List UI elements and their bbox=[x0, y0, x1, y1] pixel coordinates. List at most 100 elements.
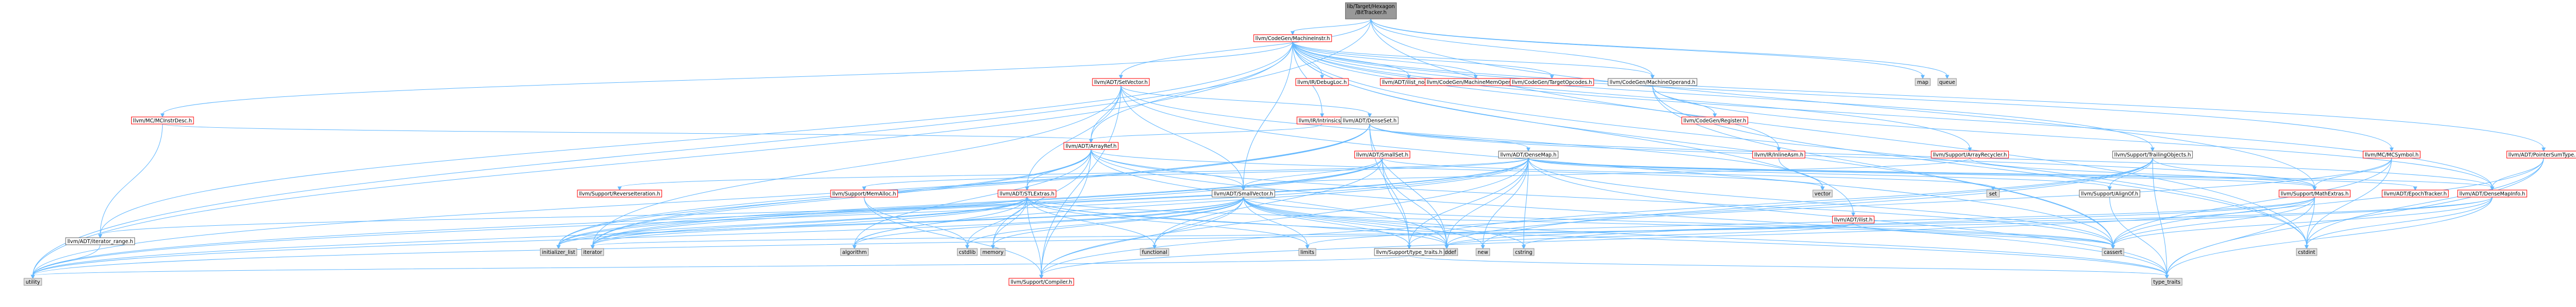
node-box bbox=[1915, 78, 1931, 86]
node-box bbox=[2112, 151, 2193, 159]
edge-mi-to-targetopcodes bbox=[1292, 41, 1554, 80]
node-type-traits[interactable]: type_traits bbox=[2151, 278, 2182, 286]
node-trailingobjects[interactable]: llvm/Support/TrailingObjects.h bbox=[2112, 151, 2193, 159]
edge-stlextras-to-compiler bbox=[1026, 197, 1044, 279]
edge-stlextras-to-limits bbox=[1026, 197, 1310, 250]
edge-mi-to-mo bbox=[1292, 41, 1655, 80]
node-iterator[interactable]: iterator bbox=[581, 248, 605, 256]
edge-arrayref-to-stlextras bbox=[1025, 149, 1091, 191]
node-stlextras[interactable]: llvm/ADT/STLExtras.h bbox=[998, 190, 1057, 198]
edge-stlextras-to-type-traits bbox=[1026, 197, 2169, 279]
node-label: cstring bbox=[1515, 250, 1532, 256]
node-limits[interactable]: limits bbox=[1298, 248, 1316, 256]
edge-arrayrecycler-to-smallvector bbox=[1241, 158, 1970, 191]
node-label: llvm/ADT/ArrayRef.h bbox=[1065, 143, 1116, 149]
edge-smallvector-to-algorithm bbox=[852, 197, 1244, 250]
node-vector[interactable]: vector bbox=[1813, 190, 1833, 198]
edge-memalloc-to-compiler bbox=[864, 197, 1044, 279]
node-densemapinfo[interactable]: llvm/ADT/DenseMapInfo.h bbox=[2457, 190, 2527, 198]
edge-smallset-to-set bbox=[1382, 158, 1995, 191]
node-type-traits-h[interactable]: llvm/Support/type_traits.h bbox=[1374, 248, 1444, 256]
node-arrayref[interactable]: llvm/ADT/ArrayRef.h bbox=[1063, 142, 1119, 150]
node-box bbox=[1340, 116, 1399, 125]
node-box bbox=[1813, 190, 1833, 198]
node-arrayrecycler[interactable]: llvm/Support/ArrayRecycler.h bbox=[1931, 151, 2009, 159]
node-register[interactable]: llvm/CodeGen/Register.h bbox=[1681, 116, 1749, 125]
node-utility[interactable]: utility bbox=[23, 278, 42, 286]
node-mcsymbol[interactable]: llvm/MC/MCSymbol.h bbox=[2362, 151, 2421, 159]
edge-arrayref-to-type-traits bbox=[1090, 149, 2169, 279]
node-densemap[interactable]: llvm/ADT/DenseMap.h bbox=[1498, 151, 1559, 159]
node-pointersumtype[interactable]: llvm/ADT/PointerSumType.h bbox=[2506, 151, 2576, 159]
edge-root-to-mi bbox=[1290, 18, 1371, 36]
node-memory[interactable]: memory bbox=[980, 248, 1006, 256]
node-box bbox=[1986, 190, 2000, 198]
node-queue[interactable]: queue bbox=[1937, 78, 1957, 86]
node-mi[interactable]: llvm/CodeGen/MachineInstr.h bbox=[1253, 34, 1332, 42]
edge-root-to-mathextras bbox=[1370, 18, 2317, 191]
node-intrinsics[interactable]: llvm/IR/Intrinsics.h bbox=[1296, 116, 1348, 125]
node-label: llvm/Support/TrailingObjects.h bbox=[2114, 152, 2190, 158]
node-map[interactable]: map bbox=[1915, 78, 1931, 86]
node-box bbox=[1008, 278, 1074, 286]
node-mmo[interactable]: llvm/CodeGen/MachineMemOperand.h bbox=[1424, 78, 1527, 86]
edge-smallset-to-smallvector bbox=[1241, 158, 1383, 191]
node-alignof[interactable]: llvm/Support/AlignOf.h bbox=[2079, 190, 2141, 198]
node-box bbox=[1295, 78, 1349, 86]
node-cstdint[interactable]: cstdint bbox=[2296, 248, 2317, 256]
edge-inlineasm-to-vector bbox=[1778, 158, 1825, 191]
node-smallset[interactable]: llvm/ADT/SmallSet.h bbox=[1354, 151, 1410, 159]
node-iterator-range[interactable]: llvm/ADT/iterator_range.h bbox=[65, 237, 135, 245]
node-setvector[interactable]: llvm/ADT/SetVector.h bbox=[1092, 78, 1150, 86]
node-mo[interactable]: llvm/CodeGen/MachineOperand.h bbox=[1608, 78, 1698, 86]
node-label: cassert bbox=[2104, 250, 2122, 256]
node-box bbox=[1345, 2, 1397, 19]
node-cstdlib[interactable]: cstdlib bbox=[957, 248, 978, 256]
edge-root-to-setvector bbox=[1119, 18, 1371, 80]
node-compiler[interactable]: llvm/Support/Compiler.h bbox=[1008, 278, 1074, 286]
node-box bbox=[539, 248, 577, 256]
edge-densemap-to-initializer-list bbox=[556, 158, 1529, 250]
node-box bbox=[2102, 248, 2124, 256]
node-functional[interactable]: functional bbox=[1140, 248, 1170, 256]
edge-smallvector-to-new bbox=[1243, 197, 1485, 250]
node-box bbox=[1513, 248, 1534, 256]
node-mathextras[interactable]: llvm/Support/MathExtras.h bbox=[2278, 190, 2351, 198]
node-cstring[interactable]: cstring bbox=[1513, 248, 1534, 256]
node-label: llvm/ADT/ilist.h bbox=[1834, 217, 1873, 223]
node-label: llvm/Support/MathExtras.h bbox=[2281, 191, 2348, 197]
node-ilist[interactable]: llvm/ADT/ilist.h bbox=[1832, 215, 1875, 224]
node-denseset[interactable]: llvm/ADT/DenseSet.h bbox=[1340, 116, 1399, 125]
node-label: iterator bbox=[583, 250, 602, 256]
node-cassert[interactable]: cassert bbox=[2102, 248, 2124, 256]
node-label: llvm/CodeGen/TargetOpcodes.h bbox=[1512, 80, 1592, 86]
node-label: llvm/IR/Intrinsics.h bbox=[1299, 118, 1346, 124]
node-set[interactable]: set bbox=[1986, 190, 2000, 198]
node-algorithm[interactable]: algorithm bbox=[840, 248, 869, 256]
node-root[interactable]: lib/Target/Hexagon/BitTracker.h bbox=[1345, 2, 1397, 19]
node-label: vector bbox=[1815, 191, 1831, 197]
node-inlineasm[interactable]: llvm/IR/InlineAsm.h bbox=[1752, 151, 1806, 159]
node-targetopcodes[interactable]: llvm/CodeGen/TargetOpcodes.h bbox=[1509, 78, 1594, 86]
node-smallvector[interactable]: llvm/ADT/SmallVector.h bbox=[1211, 190, 1275, 198]
edge-mathextras-to-compiler bbox=[1039, 197, 2315, 279]
node-mcinstrdesc[interactable]: llvm/MC/MCInstrDesc.h bbox=[131, 116, 194, 125]
edge-densemap-to-iterator bbox=[590, 158, 1529, 250]
edge-mi-to-smallvector bbox=[1241, 41, 1293, 191]
node-box bbox=[1298, 248, 1316, 256]
edge-pointersumtype-to-type-traits bbox=[2164, 158, 2544, 279]
node-epochtracker[interactable]: llvm/ADT/EpochTracker.h bbox=[2381, 190, 2449, 198]
edge-mi-to-trailingobjects bbox=[1292, 41, 2155, 152]
node-initializer-list[interactable]: initializer_list bbox=[539, 248, 577, 256]
edge-stlextras-to-iterator-range bbox=[98, 197, 1027, 239]
node-new[interactable]: new bbox=[1475, 248, 1491, 256]
node-label: new bbox=[1477, 250, 1488, 256]
node-memalloc[interactable]: llvm/Support/MemAlloc.h bbox=[830, 190, 898, 198]
node-debugloc[interactable]: llvm/IR/DebugLoc.h bbox=[1295, 78, 1349, 86]
node-box bbox=[980, 248, 1006, 256]
node-label: cstdint bbox=[2298, 250, 2315, 256]
edge-densemap-to-reverseiteration bbox=[617, 158, 1529, 191]
node-box bbox=[1253, 34, 1332, 42]
node-reverseiteration[interactable]: llvm/Support/ReverseIteration.h bbox=[577, 190, 663, 198]
node-label: map bbox=[1917, 80, 1929, 86]
